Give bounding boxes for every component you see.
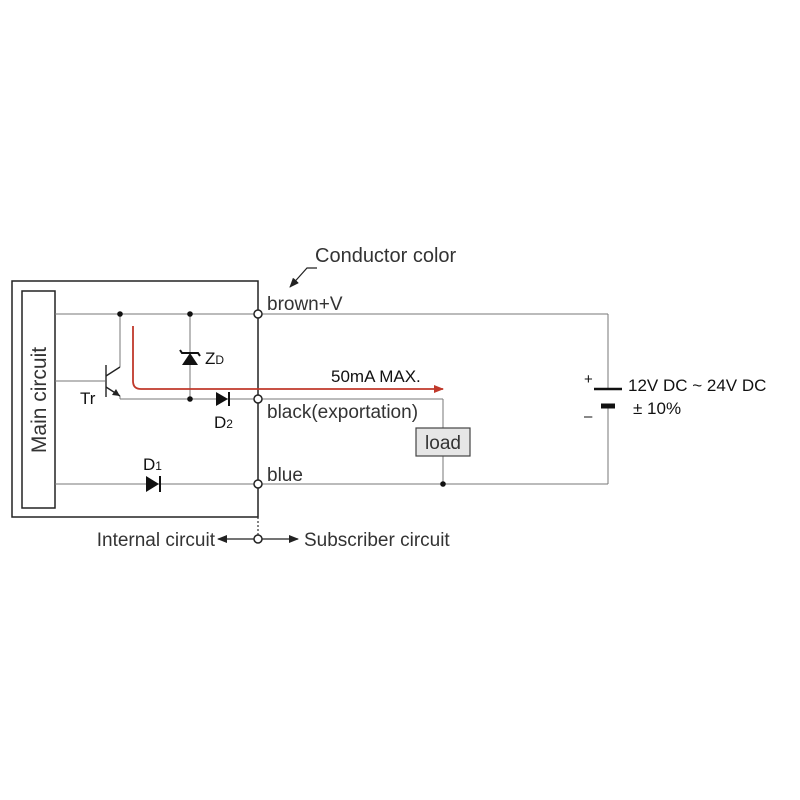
- load-label: load: [425, 433, 461, 454]
- internal-circuit-label: Internal circuit: [97, 530, 216, 551]
- supply-tolerance-label: ± 10%: [633, 399, 681, 418]
- zener-label: ZD: [205, 349, 224, 368]
- conductor-color-label: Conductor color: [315, 245, 457, 267]
- zener-diode-symbol: [179, 349, 201, 365]
- brown-label: brown+V: [267, 294, 343, 315]
- transistor-label: Tr: [80, 389, 96, 408]
- subscriber-circuit-label: Subscriber circuit: [304, 530, 450, 551]
- main-circuit-label: Main circuit: [28, 347, 51, 453]
- conductor-color-pointer: [289, 267, 317, 288]
- transistor-symbol: [105, 365, 121, 397]
- main-circuit-block: [21, 290, 56, 509]
- supply-plus: +: [584, 371, 593, 388]
- supply-voltage-label: 12V DC ~ 24V DC: [628, 376, 766, 395]
- diode-d2-label: D2: [214, 413, 233, 432]
- diode-d1-label: D1: [143, 455, 162, 474]
- battery-symbol: [594, 387, 622, 409]
- current-rating-label: 50mA MAX.: [331, 367, 421, 386]
- diode-d2-symbol: [216, 392, 230, 406]
- supply-minus: –: [584, 408, 593, 425]
- junction-dot: [187, 396, 193, 402]
- load-box: [415, 427, 471, 457]
- junction-dot: [187, 311, 193, 317]
- boundary-node: [253, 534, 263, 544]
- diode-d1-symbol: [146, 476, 161, 492]
- black-label: black(exportation): [267, 402, 418, 423]
- junction-dot: [440, 481, 446, 487]
- junction-dot: [117, 311, 123, 317]
- terminal-blue: [253, 479, 263, 489]
- current-flow-arrow: [132, 326, 444, 393]
- terminal-brown: [253, 309, 263, 319]
- terminal-black: [253, 394, 263, 404]
- blue-label: blue: [267, 465, 303, 486]
